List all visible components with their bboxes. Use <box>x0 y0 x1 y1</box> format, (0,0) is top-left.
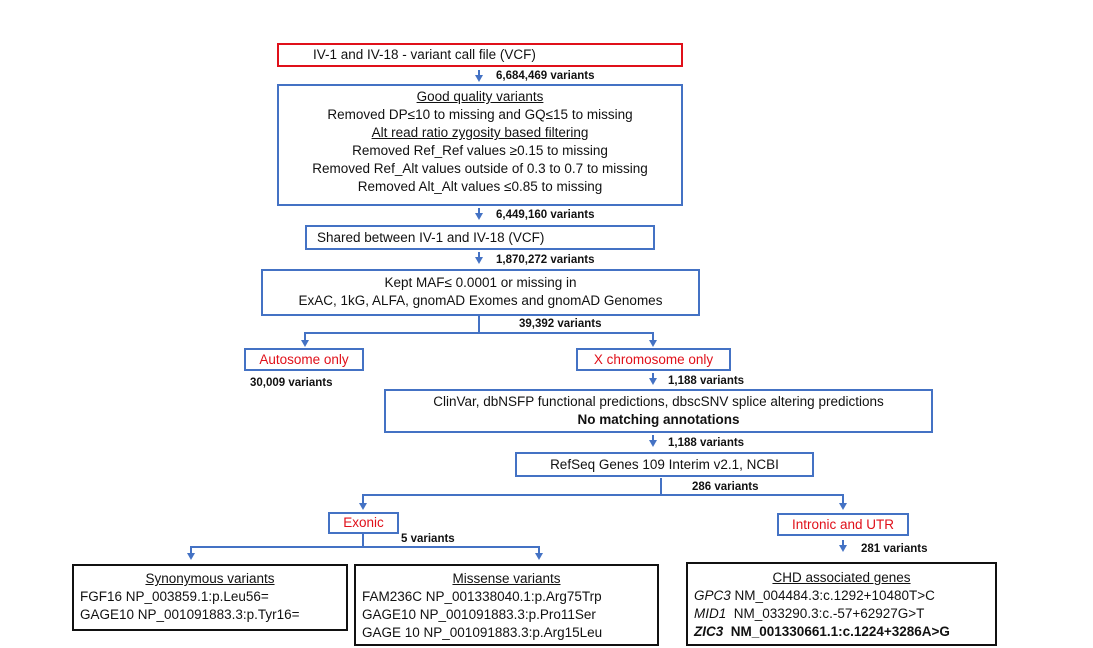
connector-line <box>842 494 844 504</box>
maf-line: Kept MAF≤ 0.0001 or missing in <box>384 275 577 290</box>
arrow-down-icon <box>649 340 657 347</box>
exonic-box: Exonic <box>328 512 399 534</box>
connector-line <box>190 546 192 554</box>
arrow-down-icon <box>475 257 483 264</box>
quality-line: Removed Ref_Ref values ≥0.15 to missing <box>352 143 608 158</box>
maf-filter-box: Kept MAF≤ 0.0001 or missing in ExAC, 1kG… <box>261 269 700 316</box>
connector-line <box>362 534 364 547</box>
exonic-label: Exonic <box>343 515 384 530</box>
x-chromosome-label: X chromosome only <box>593 352 714 367</box>
vcf-input-box: IV-1 and IV-18 - variant call file (VCF) <box>277 43 683 67</box>
variant-row: GAGE10 NP_001091883.3:p.Pro11Ser <box>362 607 596 622</box>
count-label: 1,188 variants <box>668 375 745 387</box>
connector-line <box>304 332 654 334</box>
gene-name: ZIC3 <box>694 624 724 639</box>
variant-row: GAGE 10 NP_001091883.3:p.Arg15Leu <box>362 625 603 640</box>
chd-heading: CHD associated genes <box>772 570 911 585</box>
quality-line: Removed DP≤10 to missing and GQ≤15 to mi… <box>327 107 633 122</box>
gene-name: MID1 <box>694 606 727 621</box>
quality-line: Removed Alt_Alt values ≤0.85 to missing <box>357 179 603 194</box>
intronic-utr-label: Intronic and UTR <box>791 517 895 532</box>
connector-line <box>842 540 844 546</box>
variant-id: NM_004484.3:c.1292+10480T>C <box>730 588 935 603</box>
intronic-utr-box: Intronic and UTR <box>777 513 909 536</box>
annotation-line: ClinVar, dbNSFP functional predictions, … <box>433 394 884 409</box>
vcf-input-label: IV-1 and IV-18 - variant call file (VCF) <box>313 47 536 62</box>
connector-line <box>362 494 844 496</box>
x-chromosome-box: X chromosome only <box>576 348 731 371</box>
arrow-down-icon <box>475 75 483 82</box>
arrow-down-icon <box>535 553 543 560</box>
connector-line <box>362 494 364 504</box>
gene-name: GPC3 <box>694 588 731 603</box>
variant-id: NM_033290.3:c.-57+62927G>T <box>726 606 925 621</box>
variant-row: FAM236C NP_001338040.1:p.Arg75Trp <box>362 589 602 604</box>
count-label: 1,188 variants <box>668 437 745 449</box>
arrow-down-icon <box>649 378 657 385</box>
chd-genes-box: CHD associated genes GPC3 NM_004484.3:c.… <box>686 562 997 646</box>
connector-line <box>190 546 540 548</box>
arrow-down-icon <box>839 545 847 552</box>
count-label: 5 variants <box>401 533 455 545</box>
arrow-down-icon <box>187 553 195 560</box>
count-label: 6,449,160 variants <box>496 209 595 221</box>
maf-line: ExAC, 1kG, ALFA, gnomAD Exomes and gnomA… <box>298 293 663 308</box>
refseq-box: RefSeq Genes 109 Interim v2.1, NCBI <box>515 452 814 477</box>
refseq-label: RefSeq Genes 109 Interim v2.1, NCBI <box>550 457 779 472</box>
variant-row: FGF16 NP_003859.1:p.Leu56= <box>80 589 269 604</box>
variant-row: GPC3 NM_004484.3:c.1292+10480T>C <box>688 587 995 605</box>
quality-filter-box: Good quality variants Removed DP≤10 to m… <box>277 84 683 206</box>
synonymous-heading: Synonymous variants <box>145 571 275 586</box>
autosome-box: Autosome only <box>244 348 364 371</box>
connector-line <box>478 316 480 333</box>
count-label: 281 variants <box>861 543 928 555</box>
connector-line <box>538 546 540 554</box>
connector-line <box>660 478 662 495</box>
connector-line <box>652 332 654 340</box>
connector-line <box>652 373 654 379</box>
count-label: 30,009 variants <box>250 377 333 389</box>
quality-heading: Good quality variants <box>416 89 544 104</box>
arrow-down-icon <box>301 340 309 347</box>
missense-heading: Missense variants <box>452 571 561 586</box>
connector-line <box>478 252 480 258</box>
connector-line <box>304 332 306 340</box>
count-label: 6,684,469 variants <box>496 70 595 82</box>
shared-variants-box: Shared between IV-1 and IV-18 (VCF) <box>305 225 655 250</box>
quality-line: Removed Ref_Alt values outside of 0.3 to… <box>312 161 648 176</box>
variant-row: MID1 NM_033290.3:c.-57+62927G>T <box>688 605 995 623</box>
connector-line <box>478 70 480 76</box>
annotation-box: ClinVar, dbNSFP functional predictions, … <box>384 389 933 433</box>
count-label: 286 variants <box>692 481 759 493</box>
count-label: 1,870,272 variants <box>496 254 595 266</box>
arrow-down-icon <box>475 213 483 220</box>
autosome-label: Autosome only <box>259 352 349 367</box>
arrow-down-icon <box>649 440 657 447</box>
arrow-down-icon <box>839 503 847 510</box>
shared-variants-label: Shared between IV-1 and IV-18 (VCF) <box>317 230 545 245</box>
arrow-down-icon <box>359 503 367 510</box>
annotation-result: No matching annotations <box>577 412 740 427</box>
connector-line <box>478 208 480 214</box>
zygosity-heading: Alt read ratio zygosity based filtering <box>371 125 589 140</box>
synonymous-variants-box: Synonymous variants FGF16 NP_003859.1:p.… <box>72 564 348 631</box>
variant-row-highlighted: ZIC3 NM_001330661.1:c.1224+3286A>G <box>688 623 995 641</box>
variant-id: NM_001330661.1:c.1224+3286A>G <box>723 624 950 639</box>
connector-line <box>652 435 654 441</box>
variant-row: GAGE10 NP_001091883.3:p.Tyr16= <box>80 607 300 622</box>
count-label: 39,392 variants <box>519 318 602 330</box>
missense-variants-box: Missense variants FAM236C NP_001338040.1… <box>354 564 659 646</box>
